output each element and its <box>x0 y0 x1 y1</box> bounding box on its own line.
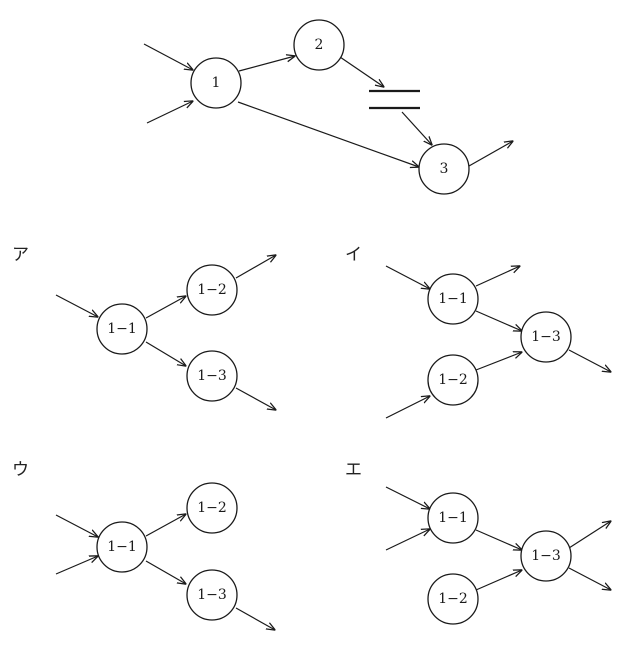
option-e-node-1-3: 1−3 <box>520 530 572 582</box>
main-input-arrow-upper <box>143 43 193 70</box>
option-i-node-1-1: 1−1 <box>427 273 479 325</box>
option-u-edge-11-to-12 <box>145 514 186 537</box>
option-a-node-1-1-label: 1−1 <box>107 321 137 337</box>
option-a-edge-11-to-13 <box>145 341 186 366</box>
option-u-edge-11-to-13 <box>145 560 186 584</box>
process-node-1-label: 1 <box>212 75 221 91</box>
option-e-input-arrow-upper <box>385 486 430 509</box>
data-store-symbol <box>369 89 420 110</box>
option-a-edge-11-to-12 <box>145 296 186 319</box>
option-e-node-1-2: 1−2 <box>427 573 479 625</box>
option-e-node-1-1-label: 1−1 <box>438 510 468 526</box>
option-u-output-arrow-13 <box>235 607 275 630</box>
option-i-input-arrow-12 <box>385 396 430 419</box>
option-a-label: ア <box>12 245 29 265</box>
option-i: イ 1−1 1−2 1−3 <box>345 245 611 419</box>
option-u-node-1-3: 1−3 <box>186 569 238 621</box>
option-e-label: エ <box>345 460 362 480</box>
process-node-3: 3 <box>418 143 470 195</box>
option-i-node-1-2: 1−2 <box>427 354 479 406</box>
process-node-3-label: 3 <box>440 161 449 177</box>
option-a-node-1-2: 1−2 <box>186 264 238 316</box>
option-e-input-arrow-lower <box>385 529 430 551</box>
option-u-input-arrow-lower <box>55 556 98 575</box>
option-a-output-arrow-12 <box>235 255 276 279</box>
option-u-node-1-1-label: 1−1 <box>107 539 137 555</box>
main-input-arrow-lower <box>146 101 193 124</box>
option-i-edge-12-to-13 <box>475 352 522 371</box>
option-i-node-1-3-label: 1−3 <box>531 329 561 345</box>
option-u-node-1-1: 1−1 <box>96 521 148 573</box>
edge-1-to-3 <box>237 101 419 167</box>
option-a-node-1-2-label: 1−2 <box>197 282 227 298</box>
option-e-node-1-3-label: 1−3 <box>531 548 561 564</box>
option-a-node-1-3: 1−3 <box>186 350 238 402</box>
main-diagram: 1 2 3 <box>143 19 513 195</box>
option-a-node-1-1: 1−1 <box>96 303 148 355</box>
option-e-node-1-1: 1−1 <box>427 492 479 544</box>
edge-1-to-2 <box>238 56 295 72</box>
option-u-node-1-2: 1−2 <box>186 482 238 534</box>
option-i-input-arrow-11 <box>385 265 430 289</box>
option-i-output-arrow-13 <box>568 349 611 372</box>
option-i-output-arrow-11 <box>475 266 520 287</box>
edge-store-to-3 <box>401 111 432 145</box>
option-a-input-arrow <box>55 294 98 317</box>
process-node-2-label: 2 <box>315 37 324 53</box>
option-u-node-1-3-label: 1−3 <box>197 587 227 603</box>
main-output-arrow <box>468 141 513 167</box>
option-e-edge-12-to-13 <box>475 570 522 591</box>
option-i-node-1-3: 1−3 <box>520 311 572 363</box>
option-i-node-1-2-label: 1−2 <box>438 372 468 388</box>
edge-2-to-store <box>339 56 384 87</box>
option-a: ア 1−1 1−2 1−3 <box>12 245 276 410</box>
option-u: ウ 1−1 1−2 1−3 <box>12 460 275 630</box>
option-e-node-1-2-label: 1−2 <box>438 591 468 607</box>
option-u-label: ウ <box>12 460 29 480</box>
option-a-node-1-3-label: 1−3 <box>197 368 227 384</box>
option-i-label: イ <box>345 245 362 265</box>
process-node-2: 2 <box>293 19 345 71</box>
option-u-input-arrow-upper <box>55 514 98 537</box>
option-e: エ 1−1 1−2 1−3 <box>345 460 611 625</box>
option-e-edge-11-to-13 <box>475 529 522 550</box>
option-a-output-arrow-13 <box>235 387 276 410</box>
option-u-node-1-2-label: 1−2 <box>197 500 227 516</box>
process-node-1: 1 <box>190 57 242 109</box>
option-e-output-arrow-lower <box>568 567 611 590</box>
option-e-output-arrow-upper <box>568 521 611 549</box>
option-i-edge-11-to-13 <box>475 310 522 331</box>
option-i-node-1-1-label: 1−1 <box>438 291 468 307</box>
